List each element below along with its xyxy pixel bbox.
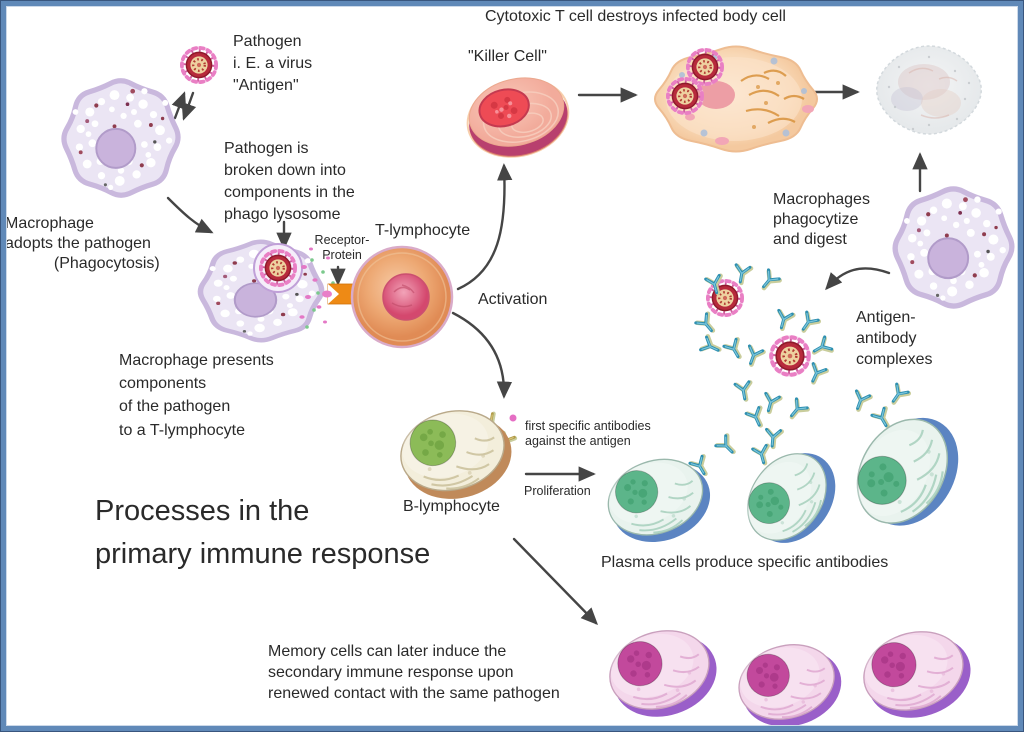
arrow-macrophage1-to-macrophage2 [166,196,214,234]
complex-virus-icon [708,281,743,316]
label-pathogen: Pathogen i. E. a virus "Antigen" [233,33,313,94]
arrow-b-to-memory-cells [512,537,599,626]
memory-cell [852,616,983,731]
label-killer-cell: "Killer Cell" [468,48,547,65]
label-macrophages-phagocytize: Macrophages phagocytize and digest [773,191,870,248]
memory-cell [729,631,852,731]
label-memory-cells: Memory cells can later induce the second… [268,643,560,703]
plasma-cell [730,433,854,562]
infected-body-cell-graphic [654,45,818,153]
flow-arrows [166,84,928,626]
arrow-virus-to-macrophage [181,91,197,121]
t-lymphocyte-cell [350,245,454,349]
receptor-protein-graphic [322,283,356,305]
arrow-activation-to-b-lymphocyte [451,311,513,399]
engulfed-virus [253,243,303,293]
macrophage-digesting-cell [895,189,1012,306]
arrow-macrophage-to-virus [171,91,187,120]
label-proliferation: Proliferation [524,484,591,498]
heading-cytotoxic: Cytotoxic T cell destroys infected body … [485,8,786,25]
virus-in-infected-cell [668,79,703,114]
memory-cell [598,615,729,731]
label-receptor-protein: Receptor- Protein [314,233,370,263]
killer-cell-graphic [466,77,570,158]
label-activation: Activation [478,291,548,308]
label-antigen-antibody-complexes: Antigen- antibody complexes [856,309,933,368]
pathogen-virus-icon [182,48,217,83]
label-b-lymphocyte: B-lymphocyte [403,498,500,515]
macrophage-cell [64,81,178,195]
label-first-specific-antibodies: first specific antibodies against the an… [525,419,651,449]
label-macrophage-adopts: Macrophage adopts the pathogen (Phagocyt… [5,215,160,272]
complex-virus-icon [771,337,809,375]
label-t-lymphocyte: T-lymphocyte [375,222,471,239]
arrow-macrophage-to-complexes [825,267,891,291]
label-macrophage-presents: Macrophage presents components of the pa… [119,352,274,439]
destroyed-cell-graphic [876,45,982,135]
diagram-title: Processes in the primary immune response [95,495,431,570]
plasma-cell [838,396,979,546]
label-pathogen-broken-down: Pathogen is broken down into components … [224,140,355,223]
first-antibody-icons [482,413,516,451]
arrow-activation-to-killer-cell [456,163,513,291]
label-plasma-cells: Plasma cells produce specific antibodies [601,554,889,571]
